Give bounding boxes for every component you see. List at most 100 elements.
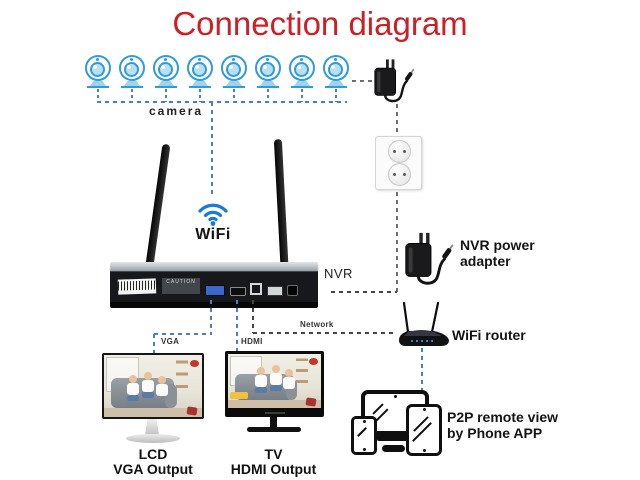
camera-lens-highlight	[229, 65, 233, 69]
tv-stand-base	[247, 427, 301, 432]
camera-lens-highlight	[93, 65, 97, 69]
vga-line-v2	[153, 334, 155, 355]
page-title: Connection diagram	[172, 5, 468, 42]
nvr-label: NVR	[324, 266, 353, 281]
camera-icon	[152, 55, 180, 102]
camera-connector-line	[335, 89, 337, 102]
vga-line-v1	[210, 300, 212, 334]
camera-connector-line	[97, 89, 99, 102]
camera-icon	[186, 55, 214, 102]
camera-icon	[220, 55, 248, 102]
hdmi-tag: HDMI	[241, 337, 263, 346]
camera-to-wifi-line	[211, 102, 213, 198]
camera-led	[300, 58, 303, 61]
camera-lens	[328, 62, 343, 77]
camera-base	[155, 86, 177, 88]
camera-lens-highlight	[263, 65, 267, 69]
outlet-bottom	[388, 163, 411, 186]
lcd-monitor-icon	[102, 353, 204, 419]
camera-lens-highlight	[331, 65, 335, 69]
camera-icon	[84, 55, 112, 102]
outlet-top	[388, 140, 411, 163]
power-adapter-icon	[370, 57, 418, 105]
camera-bus-line	[97, 101, 347, 103]
camera-icon	[322, 55, 350, 102]
camera-connector-line	[165, 89, 167, 102]
power-line-vertical	[396, 104, 398, 292]
camera-icon	[254, 55, 282, 102]
network-line-h	[253, 332, 393, 334]
wall-socket-icon	[375, 136, 422, 190]
tv-brand-mark	[265, 412, 285, 414]
caution-sticker: CAUTION	[162, 278, 200, 294]
screen-photo	[104, 355, 202, 417]
camera-stand	[124, 81, 140, 86]
camera-base	[325, 86, 347, 88]
camera-led	[198, 58, 201, 61]
lcd-stand-base	[126, 434, 180, 443]
usb-port	[267, 286, 283, 296]
camera-base	[257, 86, 279, 88]
antenna-icon	[273, 138, 289, 277]
camera-base	[223, 86, 245, 88]
camera-led	[96, 58, 99, 61]
camera-lens-highlight	[195, 65, 199, 69]
power-jack	[287, 285, 298, 296]
hdmi-port	[230, 287, 246, 296]
router-label: WiFi router	[452, 327, 526, 343]
camera-stand	[90, 81, 106, 86]
tv-icon	[225, 351, 324, 417]
mouse-icon	[382, 445, 405, 452]
network-line-v	[252, 300, 254, 333]
camera-icon	[118, 55, 146, 102]
nvr-base	[110, 302, 318, 308]
camera-stand	[260, 81, 276, 86]
camera-stand	[328, 81, 344, 86]
network-tag: Network	[300, 320, 334, 329]
hdmi-line	[236, 300, 238, 373]
tablet-icon	[406, 404, 442, 456]
camera-led	[232, 58, 235, 61]
camera-lens	[192, 62, 207, 77]
nvr-device-icon: CAUTION	[110, 262, 318, 308]
tv-subtitle: HDMI Output	[230, 461, 317, 477]
lcd-subtitle: VGA Output	[113, 461, 193, 477]
antenna-icon	[144, 143, 171, 277]
keyboard-icon	[377, 432, 410, 441]
barcode-sticker	[117, 278, 157, 295]
camera-lens-highlight	[161, 65, 165, 69]
camera-led	[130, 58, 133, 61]
camera-connector-line	[233, 89, 235, 102]
camera-led	[334, 58, 337, 61]
camera-base	[121, 86, 143, 88]
camera-base	[291, 86, 313, 88]
camera-lens-highlight	[297, 65, 301, 69]
nvr-top-panel	[110, 262, 318, 271]
vga-line-h	[154, 333, 212, 335]
ethernet-port	[250, 283, 262, 295]
camera-lens	[158, 62, 173, 77]
nvr-power-adapter-label: NVR power adapter	[460, 237, 535, 269]
wifi-icon	[193, 195, 233, 232]
lcd-title: LCD	[138, 446, 168, 462]
camera-lens	[226, 62, 241, 77]
camera-led	[164, 58, 167, 61]
camera-connector-line	[267, 89, 269, 102]
router-icon	[392, 300, 454, 353]
camera-stand	[192, 81, 208, 86]
camera-lens	[90, 62, 105, 77]
camera-lens	[260, 62, 275, 77]
tv-stand-neck	[270, 417, 277, 428]
camera-connector-line	[199, 89, 201, 102]
p2p-label: P2P remote view by Phone APP	[447, 409, 559, 441]
camera-base	[87, 86, 109, 88]
camera-lens-highlight	[127, 65, 131, 69]
router-to-phone-line	[421, 348, 423, 392]
camera-lens	[124, 62, 139, 77]
camera-lens	[294, 62, 309, 77]
camera-connector-line	[301, 89, 303, 102]
tv-title: TV	[264, 446, 283, 462]
camera-icon	[288, 55, 316, 102]
camera-led	[266, 58, 269, 61]
